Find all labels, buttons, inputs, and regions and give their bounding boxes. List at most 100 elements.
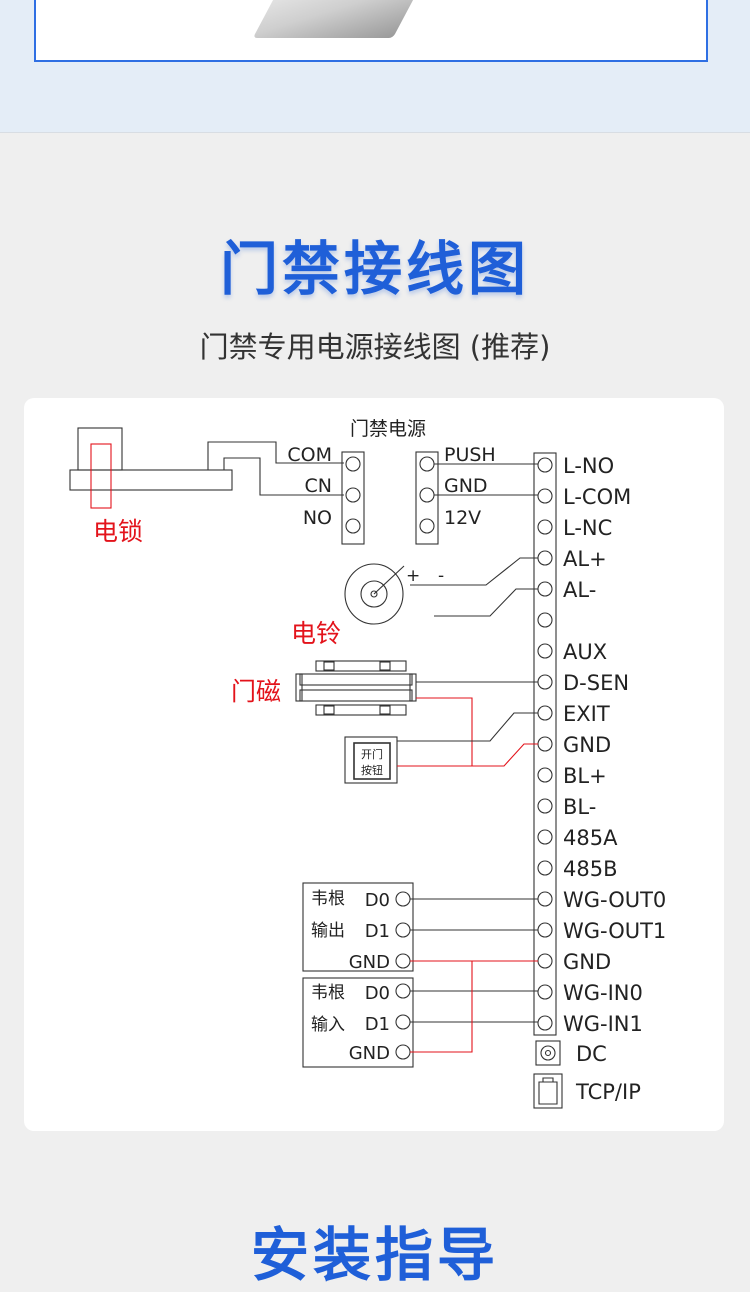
controller-terminal-8 [537, 705, 553, 721]
power-terminal-block [415, 451, 439, 545]
section-subtitle: 门禁专用电源接线图 (推荐) [199, 330, 551, 364]
wiegand-output-d0: D0 [365, 890, 390, 911]
controller-terminal-1 [537, 488, 553, 504]
dc-port: DC [535, 1040, 607, 1066]
controller-terminal-label-6: AUX [563, 640, 607, 664]
controller-terminal-10 [537, 767, 553, 783]
relay-terminal-com [345, 456, 361, 472]
controller-terminal-label-10: BL+ [563, 764, 607, 788]
product-image-frame [34, 0, 708, 62]
magnet-left-cap [295, 673, 303, 702]
section-title: 门禁接线图 [219, 235, 530, 303]
bell-clapper [373, 565, 405, 595]
wiegand-output-gnd: GND [349, 952, 390, 973]
lock-plate [69, 469, 233, 491]
bell-inner-ring [360, 580, 388, 608]
wiegand-input-d1-terminal [395, 1014, 411, 1030]
lock-label: 电锁 [93, 517, 143, 546]
magnet-top-bracket [315, 660, 407, 672]
controller-terminal-12 [537, 829, 553, 845]
lock-body [77, 427, 123, 471]
power-label-push: PUSH [444, 444, 496, 466]
exit-button-label-1: 开门 [361, 747, 383, 761]
rj45-body [533, 1073, 563, 1109]
controller-terminal-label-8: EXIT [563, 702, 610, 726]
lock-wire-cn [223, 457, 344, 496]
bell-minus-label: - [438, 566, 444, 586]
controller-terminal-label-11: BL- [563, 795, 596, 819]
wire-wg-in-gnd [410, 961, 473, 1053]
relay-terminal-block [341, 451, 365, 545]
wiegand-output-d0-terminal [395, 891, 411, 907]
controller-terminals: L-NOL-COML-NCAL+AL-AUXD-SENEXITGNDBL+BL-… [537, 454, 666, 1036]
product-image [252, 0, 432, 38]
wiegand-input-box: 韦根 输入 D0 D1 GND [302, 977, 414, 1068]
controller-terminal-13 [537, 860, 553, 876]
door-magnet: 门磁 [231, 660, 417, 716]
controller-terminal-16 [537, 953, 553, 969]
controller-terminal-9 [537, 736, 553, 752]
controller-terminal-5 [537, 612, 553, 628]
controller-terminal-17 [537, 984, 553, 1000]
magnet-body-upper [299, 673, 413, 686]
relay-label-com: COM [287, 444, 332, 466]
wiring-diagram: 电锁 门禁电源 COM CN NO PUSH GND 12V [69, 418, 666, 1109]
bell-plus-label: + [406, 566, 420, 586]
wiegand-input-d1: D1 [365, 1014, 390, 1035]
dc-jack-outer [540, 1045, 556, 1061]
controller-terminal-3 [537, 550, 553, 566]
wiegand-input-title-1: 韦根 [311, 983, 345, 1003]
magnet-bottom-screw-left [323, 705, 335, 715]
rj45-socket [538, 1077, 558, 1105]
controller-terminal-18 [537, 1015, 553, 1031]
power-label-12v: 12V [444, 507, 481, 529]
controller-terminal-label-13: 485B [563, 857, 618, 881]
exit-button-label-2: 按钮 [361, 763, 383, 777]
top-banner [0, 0, 750, 133]
power-supply-title: 门禁电源 [350, 418, 426, 440]
wiegand-output-frame [302, 882, 414, 972]
magnet-label: 门磁 [231, 677, 281, 706]
electric-bell: + - 电铃 [291, 563, 444, 648]
controller-terminal-label-17: WG-IN0 [563, 981, 643, 1005]
exit-button-face [353, 742, 391, 780]
controller-terminal-6 [537, 643, 553, 659]
electric-lock: 电锁 [69, 427, 233, 546]
lock-bolt [90, 443, 112, 509]
wire-button-exit [397, 712, 538, 742]
tcpip-port: TCP/IP [533, 1073, 641, 1109]
controller-terminal-label-12: 485A [563, 826, 618, 850]
controller-terminal-label-7: D-SEN [563, 671, 629, 695]
relay-terminal-cn [345, 487, 361, 503]
bell-center [370, 590, 378, 598]
tcpip-label: TCP/IP [575, 1080, 641, 1104]
bell-label: 电铃 [291, 619, 341, 648]
power-label-gnd: GND [444, 475, 488, 497]
wire-bell-alminus [434, 588, 538, 617]
relay-label-cn: CN [305, 475, 332, 497]
dc-jack-inner [544, 1049, 552, 1057]
dc-label: DC [576, 1042, 607, 1066]
controller-terminal-label-16: GND [563, 950, 611, 974]
controller-terminal-label-1: L-COM [563, 485, 631, 509]
power-terminal-push [419, 456, 435, 472]
controller-terminal-label-0: L-NO [563, 454, 614, 478]
magnet-right-cap [409, 673, 417, 702]
wiegand-output-d1-terminal [395, 922, 411, 938]
wiegand-output-title-1: 韦根 [311, 889, 345, 909]
wiegand-input-d0-terminal [395, 983, 411, 999]
controller-terminal-label-14: WG-OUT0 [563, 888, 666, 912]
controller-terminal-15 [537, 922, 553, 938]
wiring-diagram-card: 电锁 门禁电源 COM CN NO PUSH GND 12V [24, 398, 724, 1131]
magnet-bottom-bracket [315, 704, 407, 716]
relay-label-no: NO [303, 507, 332, 529]
power-terminal-12v [419, 518, 435, 534]
wire-bell-alplus [410, 557, 538, 586]
controller-terminal-label-18: WG-IN1 [563, 1012, 643, 1036]
exit-button: 开门 按钮 [344, 736, 398, 784]
controller-terminal-4 [537, 581, 553, 597]
magnet-bottom-screw-right [379, 705, 391, 715]
relay-terminal-no [345, 518, 361, 534]
power-terminal-gnd [419, 487, 435, 503]
wiegand-input-gnd-terminal [395, 1044, 411, 1060]
